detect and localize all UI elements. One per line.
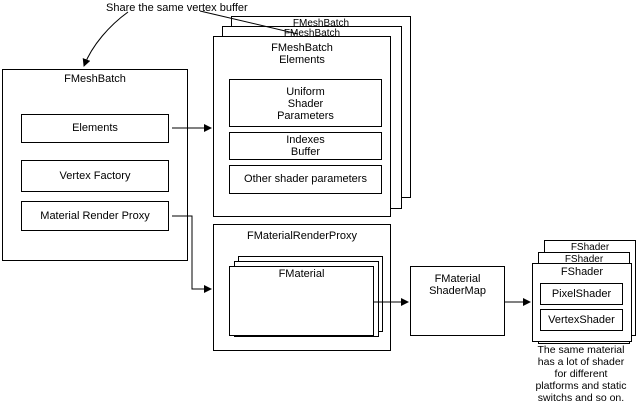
note-line2: has a lot of shader [537, 356, 625, 368]
note-line3: for different [554, 368, 608, 380]
shader-back-title-1: FShader [564, 254, 604, 265]
vertex-factory-label: Vertex Factory [59, 170, 131, 182]
material-card-label: FMaterial [278, 268, 325, 280]
vertex-shader-box [540, 309, 623, 331]
uniform-shader-parameters-box [229, 79, 382, 127]
shared-vertex-buffer-annotation: Share the same vertex buffer [106, 2, 248, 14]
material-render-proxy-box [21, 201, 169, 231]
note-line5: switchs and so on. [537, 392, 625, 404]
vertex-factory-box [21, 160, 169, 192]
indexes-label-line1: Indexes [286, 134, 325, 146]
shared-buffer-curve-arrow [82, 11, 129, 67]
uniform-label-line2: Shader [287, 98, 324, 110]
shader-map-label-line1: FMaterial [434, 273, 481, 285]
pixel-shader-label: PixelShader [551, 288, 612, 300]
shader-map-box [410, 266, 505, 336]
shared-buffer-line [199, 10, 299, 35]
material-card [229, 266, 374, 336]
material-render-proxy-card-title: FMaterialRenderProxy [246, 230, 358, 242]
elements-card-title-line2: Elements [279, 54, 325, 66]
vertex-shader-label: VertexShader [548, 314, 615, 326]
other-shader-parameters-box [229, 165, 382, 194]
shader-map-label-line2: ShaderMap [429, 285, 486, 297]
note-line4: platforms and static [535, 380, 627, 392]
pixel-shader-box [540, 283, 623, 305]
uniform-label-line1: Uniform [286, 86, 325, 98]
mesh-batch-back-title-1: FMeshBatch [283, 28, 341, 39]
note-line1: The same material [537, 344, 625, 356]
other-shader-parameters-label: Other shader parameters [244, 173, 367, 185]
shader-card-title: FShader [560, 266, 604, 278]
elements-card-title-line1: FMeshBatch [271, 42, 333, 54]
shader-back-title-2: FShader [570, 242, 610, 253]
mesh-batch-back-title-2: FMeshBatch [292, 18, 350, 29]
indexes-label-line2: Buffer [290, 146, 321, 158]
material-proxy-arrow [172, 215, 212, 293]
material-render-proxy-label: Material Render Proxy [40, 210, 150, 222]
indexes-buffer-box [229, 132, 382, 160]
elements-box [21, 114, 169, 143]
elements-label: Elements [72, 122, 118, 134]
uniform-label-line3: Parameters [277, 110, 334, 122]
mesh-batch-title: FMeshBatch [64, 73, 126, 85]
